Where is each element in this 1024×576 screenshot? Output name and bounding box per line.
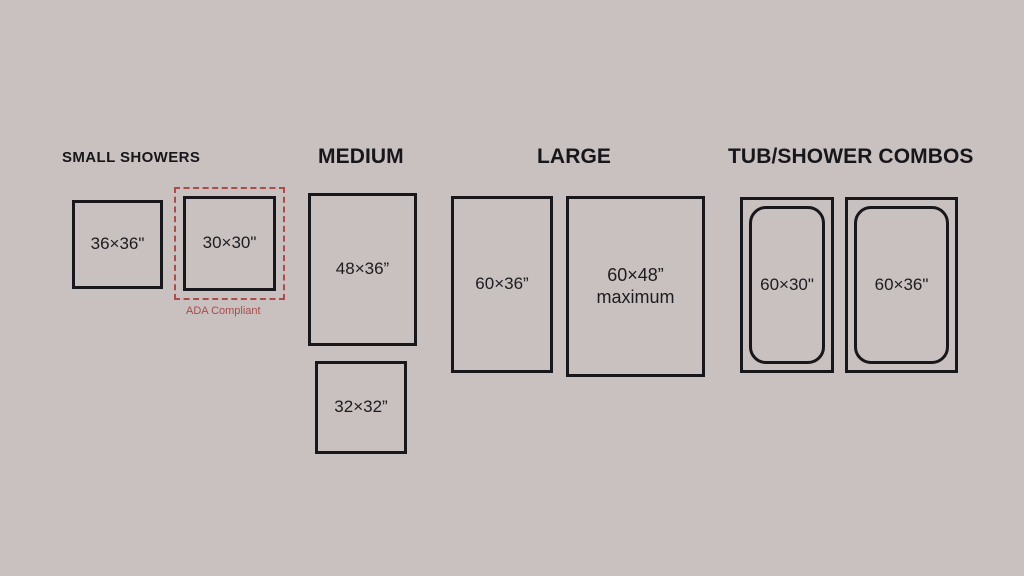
ada-compliant-note: ADA Compliant bbox=[186, 305, 261, 317]
shower-box-30x30-label: 30×30" bbox=[202, 233, 257, 253]
ada-highlight-outline bbox=[174, 187, 285, 300]
tub-box-60x36[interactable]: 60×36" bbox=[845, 197, 958, 373]
shower-box-32x32-label: 32×32” bbox=[334, 397, 388, 417]
group-heading-medium: MEDIUM bbox=[318, 145, 404, 168]
shower-box-60x48-maximum-label: 60×48” maximum bbox=[596, 265, 675, 307]
shower-box-36x36[interactable]: 36×36" bbox=[72, 200, 163, 289]
shower-box-48x36-label: 48×36” bbox=[335, 259, 390, 279]
shower-box-32x32[interactable]: 32×32” bbox=[315, 361, 407, 454]
group-heading-small-showers: SMALL SHOWERS bbox=[62, 149, 201, 166]
shower-box-48x36[interactable]: 48×36” bbox=[308, 193, 417, 346]
tub-basin-60x36: 60×36" bbox=[854, 206, 949, 364]
shower-box-60x48-maximum[interactable]: 60×48” maximum bbox=[566, 196, 705, 377]
group-heading-tub-shower-combos: TUB/SHOWER COMBOS bbox=[728, 145, 974, 168]
shower-box-36x36-label: 36×36" bbox=[90, 234, 145, 254]
tub-box-60x36-label: 60×36" bbox=[874, 274, 929, 294]
tub-box-60x30-label: 60×30" bbox=[760, 274, 814, 294]
shower-box-60x36[interactable]: 60×36” bbox=[451, 196, 553, 373]
tub-basin-60x30: 60×30" bbox=[749, 206, 825, 364]
shower-box-30x30[interactable]: 30×30" bbox=[183, 196, 276, 291]
group-heading-large: LARGE bbox=[537, 145, 611, 168]
tub-box-60x30[interactable]: 60×30" bbox=[740, 197, 834, 373]
shower-box-60x36-label: 60×36” bbox=[475, 274, 529, 294]
